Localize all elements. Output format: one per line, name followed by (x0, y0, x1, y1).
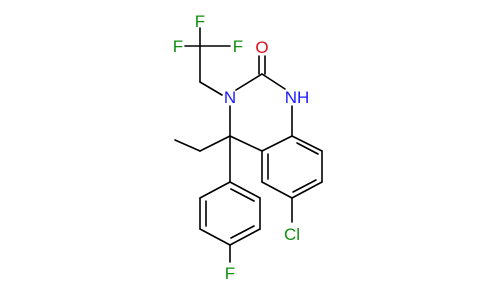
atom-nitrogen-nh: NH (285, 88, 310, 107)
bond-c4a-c8a (261, 135, 293, 152)
atom-fluorine-right: F (233, 37, 243, 56)
bond-c2-nh (261, 73, 286, 90)
atom-oxygen: O (255, 38, 268, 57)
bond-ar6-ar1 (199, 181, 231, 199)
atom-chlorine: Cl (284, 225, 300, 244)
atom-nitrogen: N (224, 88, 236, 107)
bond-c7-c6-inner (292, 179, 317, 193)
bond-c6-c5 (261, 181, 293, 199)
bond-ar1-ar2-inner (230, 188, 255, 202)
bond-ch2-n (199, 81, 223, 96)
bond-c8a-c8 (291, 135, 323, 152)
bond-c8a-c8-inner (296, 142, 319, 155)
bond-ch2-ch3 (174, 139, 201, 152)
bond-ar4-ar5 (199, 228, 231, 246)
bond-ar3-ar4 (229, 228, 261, 246)
bond-ar3-ar4-inner (230, 225, 255, 239)
atom-fluorine-top: F (195, 12, 205, 31)
atom-fluorine-left: F (173, 37, 183, 56)
bond-c4-ch2 (199, 135, 231, 152)
bond-n-c2 (235, 73, 263, 91)
atom-fluorine-bottom: F (225, 264, 235, 283)
bond-c4-c4a (229, 135, 263, 152)
bond-ar1-ar2 (229, 181, 261, 199)
bond-c7-c6 (291, 181, 323, 199)
